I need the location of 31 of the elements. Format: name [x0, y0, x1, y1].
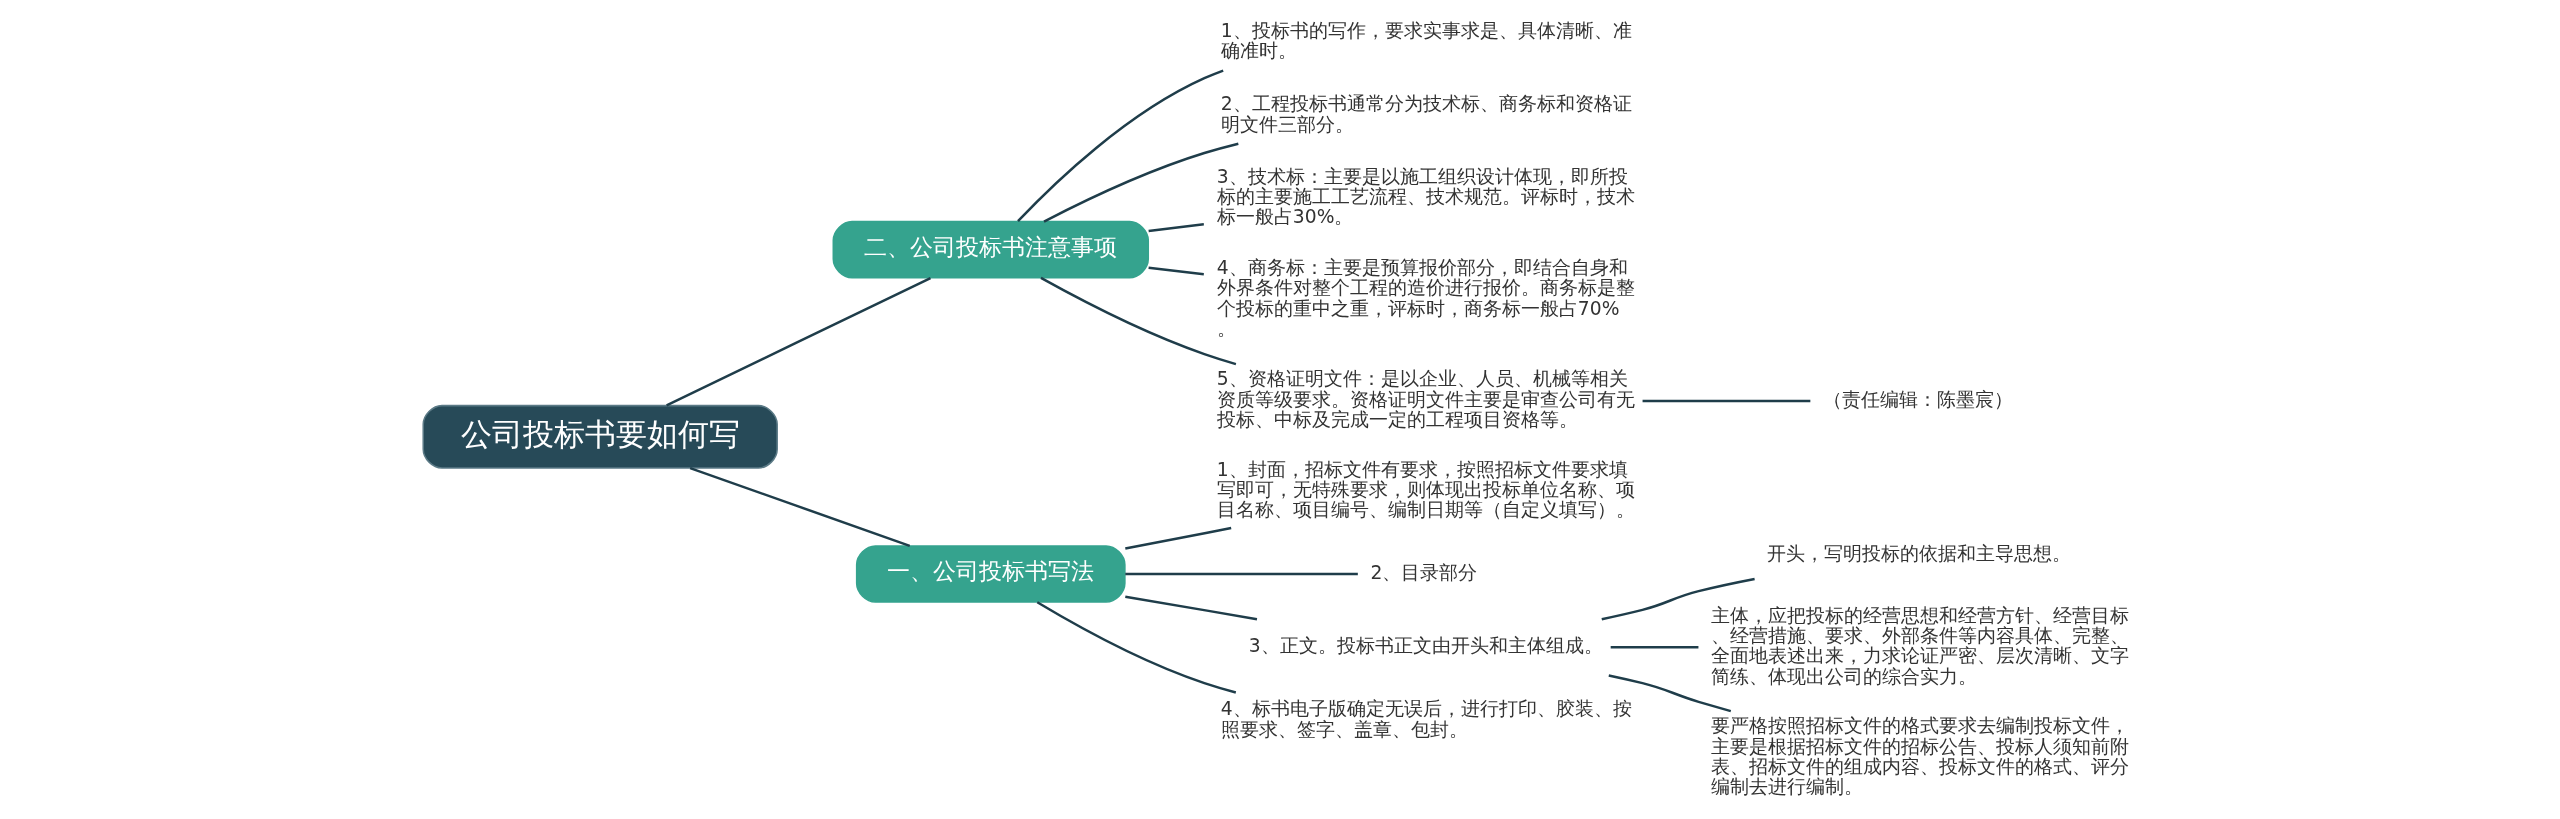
node-text: 主体，应把投标的经营思想和经营方针、经营目标、经营措施、要求、外部条件等内容具体、完整、全面地表述出来，力求论证严密、层次清晰、文字简练、体现出公司的综合实力。: [1711, 604, 2130, 687]
node-text: 3、技术标：主要是以施工组织设计体现，即所投标的主要施工工艺流程、技术规范。评标时，技术标一般占30%。: [1216, 165, 1635, 228]
node-text: 1、投标书的写作，要求实事求是、具体清晰、准确准时。: [1220, 20, 1632, 62]
connector: [1148, 266, 1204, 276]
connector: [1642, 399, 1811, 403]
connector: [666, 276, 932, 407]
node-text: 4、标书电子版确定无误后，进行打印、胶装、按照要求、签字、盖章、包封。: [1220, 698, 1632, 740]
connector: [1125, 526, 1232, 550]
node-box: 公司投标书要如何写: [422, 404, 778, 469]
node-text: 5、资格证明文件：是以企业、人员、机械等相关资质等级要求。资格证明文件主要是审查公司有无投标、中标及完成一定的工程项目资格等。: [1216, 368, 1635, 431]
node-text: 3、正文。投标书正文由开头和主体组成。: [1248, 635, 1603, 657]
connector: [689, 466, 911, 548]
node-text: 要严格按照招标文件的格式要求去编制投标文件，主要是根据招标文件的招标公告、投标人须知前附表、招标文件的组成内容、投标文件的格式、评分编制去进行编制。: [1711, 715, 2130, 798]
connector: [1610, 646, 1699, 649]
connector: [1043, 142, 1239, 223]
node-box: 一、公司投标书写法: [855, 545, 1126, 603]
node-text: 1、封面，招标文件有要求，按照招标文件要求填写即可，无特殊要求，则体现出投标单位名称、项目名称、项目编号、编制日期等（自定义填写）。: [1216, 458, 1635, 521]
connector: [1017, 69, 1224, 223]
connector: [1125, 595, 1258, 621]
connector: [1601, 577, 1755, 621]
connector: [1148, 223, 1204, 233]
node-text: （责任编辑：陈墨宸）: [1823, 388, 2014, 410]
connector: [1125, 572, 1358, 576]
node-box: 二、公司投标书注意事项: [832, 220, 1150, 279]
connector: [1040, 276, 1237, 366]
node-text: 开头，写明投标的依据和主导思想。: [1767, 543, 2072, 565]
connector: [1608, 674, 1732, 713]
node-text: 4、商务标：主要是预算报价部分，即结合自身和外界条件对整个工程的造价进行报价。商务标是整个投标的重中之重，评标时，商务标一般占70%。: [1216, 257, 1635, 339]
connector: [1036, 601, 1237, 694]
node-text: 2、目录部分: [1370, 561, 1478, 583]
node-text: 2、工程投标书通常分为技术标、商务标和资格证明文件三部分。: [1220, 93, 1632, 135]
